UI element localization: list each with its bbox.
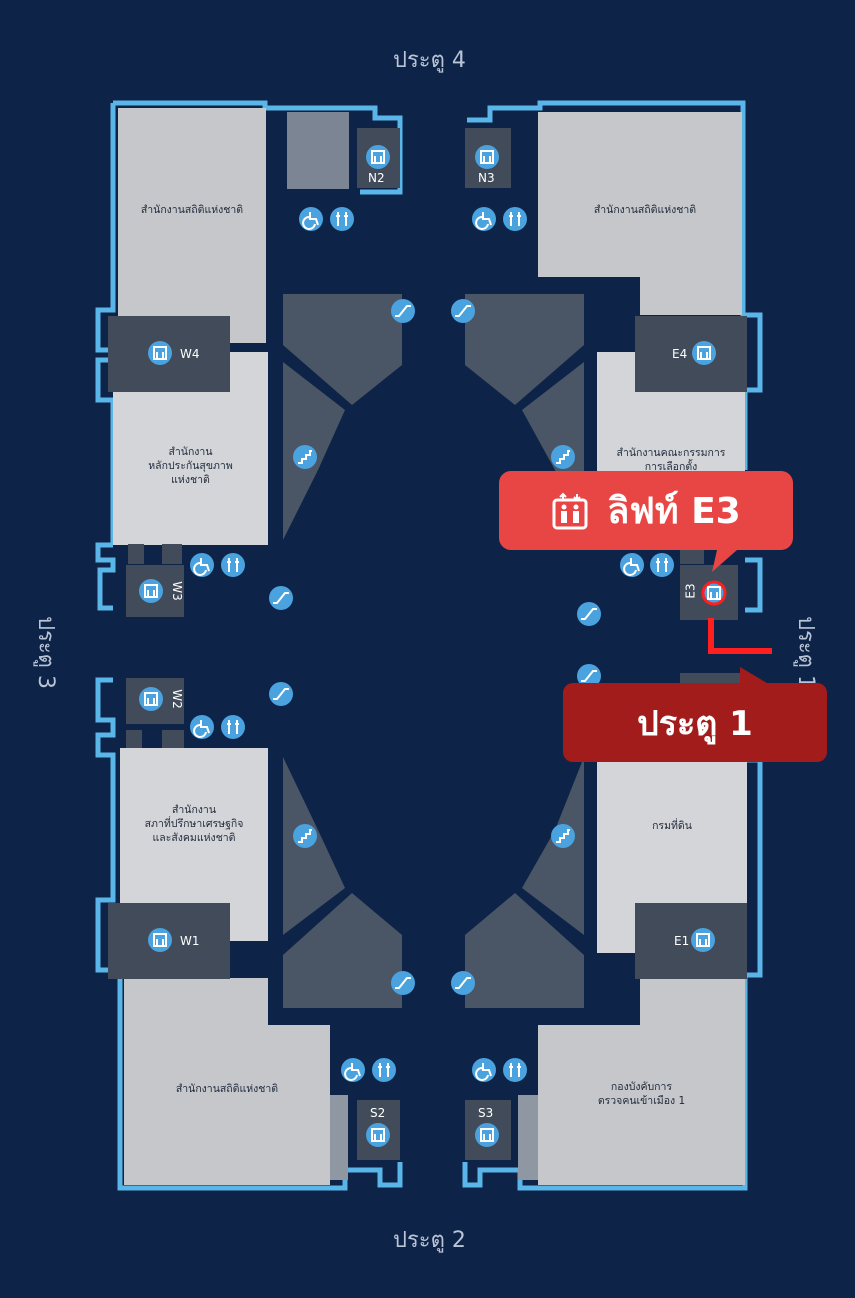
lift-w4-code: W4 <box>180 347 200 361</box>
restroom-icon <box>650 553 674 577</box>
lift-n3-code: N3 <box>478 171 495 185</box>
elevator-icon <box>702 581 726 605</box>
wheelchair-icon <box>620 553 644 577</box>
elevator-icon <box>139 687 163 711</box>
lift-callout-label: ลิฟท์ E3 <box>607 491 741 532</box>
wheelchair-icon <box>190 715 214 739</box>
room-label: กองบังคับการ ตรวจคนเข้าเมือง 1 <box>597 1081 686 1107</box>
room-e-lower[interactable]: กรมที่ดิน <box>597 812 747 840</box>
restroom-icon <box>221 715 245 739</box>
restroom-icon <box>330 207 354 231</box>
rooms-layer <box>113 108 747 1185</box>
wheelchair-icon <box>472 207 496 231</box>
room-nw-top[interactable]: สำนักงานสถิติแห่งชาติ <box>118 195 266 225</box>
stairs-icon <box>551 824 575 848</box>
elevator-icon <box>366 1123 390 1147</box>
wheelchair-icon <box>299 207 323 231</box>
lift-e3-callout: ลิฟท์ E3 <box>499 471 793 550</box>
stairs-icon <box>293 824 317 848</box>
restroom-icon <box>372 1058 396 1082</box>
wheelchair-icon <box>341 1058 365 1082</box>
elevator-icon <box>692 341 716 365</box>
escalator-icon <box>577 664 601 688</box>
room-label: สำนักงานสถิติแห่งชาติ <box>593 204 697 216</box>
lift-s2-code: S2 <box>370 1106 386 1120</box>
wheelchair-icon <box>190 553 214 577</box>
lift-e3-code: E3 <box>683 583 698 599</box>
room-se-bottom[interactable]: กองบังคับการ ตรวจคนเข้าเมือง 1 <box>538 1074 745 1114</box>
stairs-icon <box>293 445 317 469</box>
restroom-icon <box>503 1058 527 1082</box>
room-label: สำนักงานสถิติแห่งชาติ <box>140 204 244 216</box>
lift-e1-code: E1 <box>674 934 690 948</box>
lift-s3-code: S3 <box>478 1106 494 1120</box>
room-label: สำนักงานสถิติแห่งชาติ <box>175 1083 279 1095</box>
elevator-icon <box>691 928 715 952</box>
room-label: สำนักงาน หลักประกันสุขภาพ แห่งชาติ <box>148 446 233 486</box>
room-w-lower[interactable]: สำนักงาน สภาที่ปรึกษาเศรษฐกิจ และสังคมแห… <box>120 798 268 850</box>
escalator-icon <box>391 971 415 995</box>
escalator-icon <box>269 586 293 610</box>
elevator-icon <box>148 341 172 365</box>
lift-w3-code: W3 <box>169 581 184 601</box>
restroom-icon <box>221 553 245 577</box>
amenity-icons <box>139 145 726 1147</box>
lift-e4-code: E4 <box>672 347 688 361</box>
elevator-icon <box>475 1123 499 1147</box>
escalator-icon <box>451 299 475 323</box>
lift-n2-code: N2 <box>368 171 385 185</box>
wheelchair-icon <box>472 1058 496 1082</box>
atrium-ramps <box>283 294 584 1008</box>
escalator-icon <box>451 971 475 995</box>
room-label: กรมที่ดิน <box>652 820 692 832</box>
elevator-icon <box>139 579 163 603</box>
escalator-icon <box>391 299 415 323</box>
restroom-icon <box>503 207 527 231</box>
elevator-icon <box>475 145 499 169</box>
gate-3-label: ประตู 3 <box>32 616 58 689</box>
room-ne-top[interactable]: สำนักงานสถิติแห่งชาติ <box>548 195 742 225</box>
room-label: สำนักงาน สภาที่ปรึกษาเศรษฐกิจ และสังคมแห… <box>144 804 244 844</box>
room-sw-bottom[interactable]: สำนักงานสถิติแห่งชาติ <box>124 1075 330 1103</box>
elevator-icon <box>148 928 172 952</box>
gate-1-label: ประตู 1 <box>792 616 818 689</box>
gate-callout-label: ประตู 1 <box>637 703 753 744</box>
room-w-upper[interactable]: สำนักงาน หลักประกันสุขภาพ แห่งชาติ <box>113 440 268 492</box>
gate-2-label: ประตู 2 <box>393 1228 466 1253</box>
lift-w2-code: W2 <box>169 689 184 709</box>
stairs-icon <box>551 445 575 469</box>
lift-w1-code: W1 <box>180 934 200 948</box>
gate-4-label: ประตู 4 <box>393 48 466 73</box>
gate-1-callout: ประตู 1 <box>563 683 827 762</box>
elevator-icon <box>366 145 390 169</box>
elevator-icon <box>552 492 588 529</box>
escalator-icon <box>577 602 601 626</box>
room-e-upper[interactable]: สำนักงานคณะกรรมการ การเลือกตั้ง <box>597 446 745 474</box>
room-label: สำนักงานคณะกรรมการ การเลือกตั้ง <box>616 447 726 473</box>
escalator-icon <box>269 682 293 706</box>
route-line <box>701 550 772 686</box>
